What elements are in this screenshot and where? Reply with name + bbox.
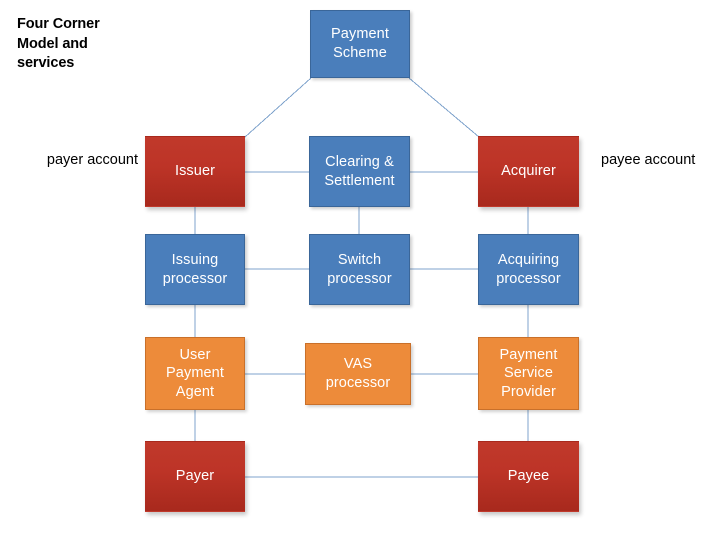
node-payee[interactable]: Payee [478,441,579,512]
node-label: Switch processor [327,251,392,287]
node-switch-processor[interactable]: Switch processor [309,234,410,305]
connector-scheme-to-acquirer [408,77,480,138]
node-label: Acquirer [501,163,556,180]
label-payee-account: payee account [601,152,696,168]
node-label: Acquiring processor [496,251,561,287]
node-label: Payment Scheme [331,26,389,61]
page-title: Four Corner Model and services [17,16,100,72]
node-label: User Payment Agent [166,346,224,400]
node-payer[interactable]: Payer [145,441,245,512]
node-label: Issuing processor [162,251,228,287]
node-clearing-settlement[interactable]: Clearing & Settlement [309,136,410,207]
node-payment-scheme[interactable]: Payment Scheme [310,10,410,78]
label-payer-account: payer account [46,152,138,168]
node-label: Payment Service Provider [499,346,558,400]
node-acquiring-processor[interactable]: Acquiring processor [478,234,579,305]
node-label: Issuer [174,163,216,180]
node-label: Clearing & Settlement [324,153,395,189]
node-user-payment-agent[interactable]: User Payment Agent [145,337,245,410]
node-label: VAS processor [325,356,391,391]
node-label: Payee [507,468,550,485]
node-issuer[interactable]: Issuer [145,136,245,207]
node-label: Payer [175,468,215,485]
node-acquirer[interactable]: Acquirer [478,136,579,207]
node-vas-processor[interactable]: VAS processor [305,343,411,405]
node-payment-service-provider[interactable]: Payment Service Provider [478,337,579,410]
node-issuing-processor[interactable]: Issuing processor [145,234,245,305]
connector-scheme-to-issuer [244,77,312,138]
